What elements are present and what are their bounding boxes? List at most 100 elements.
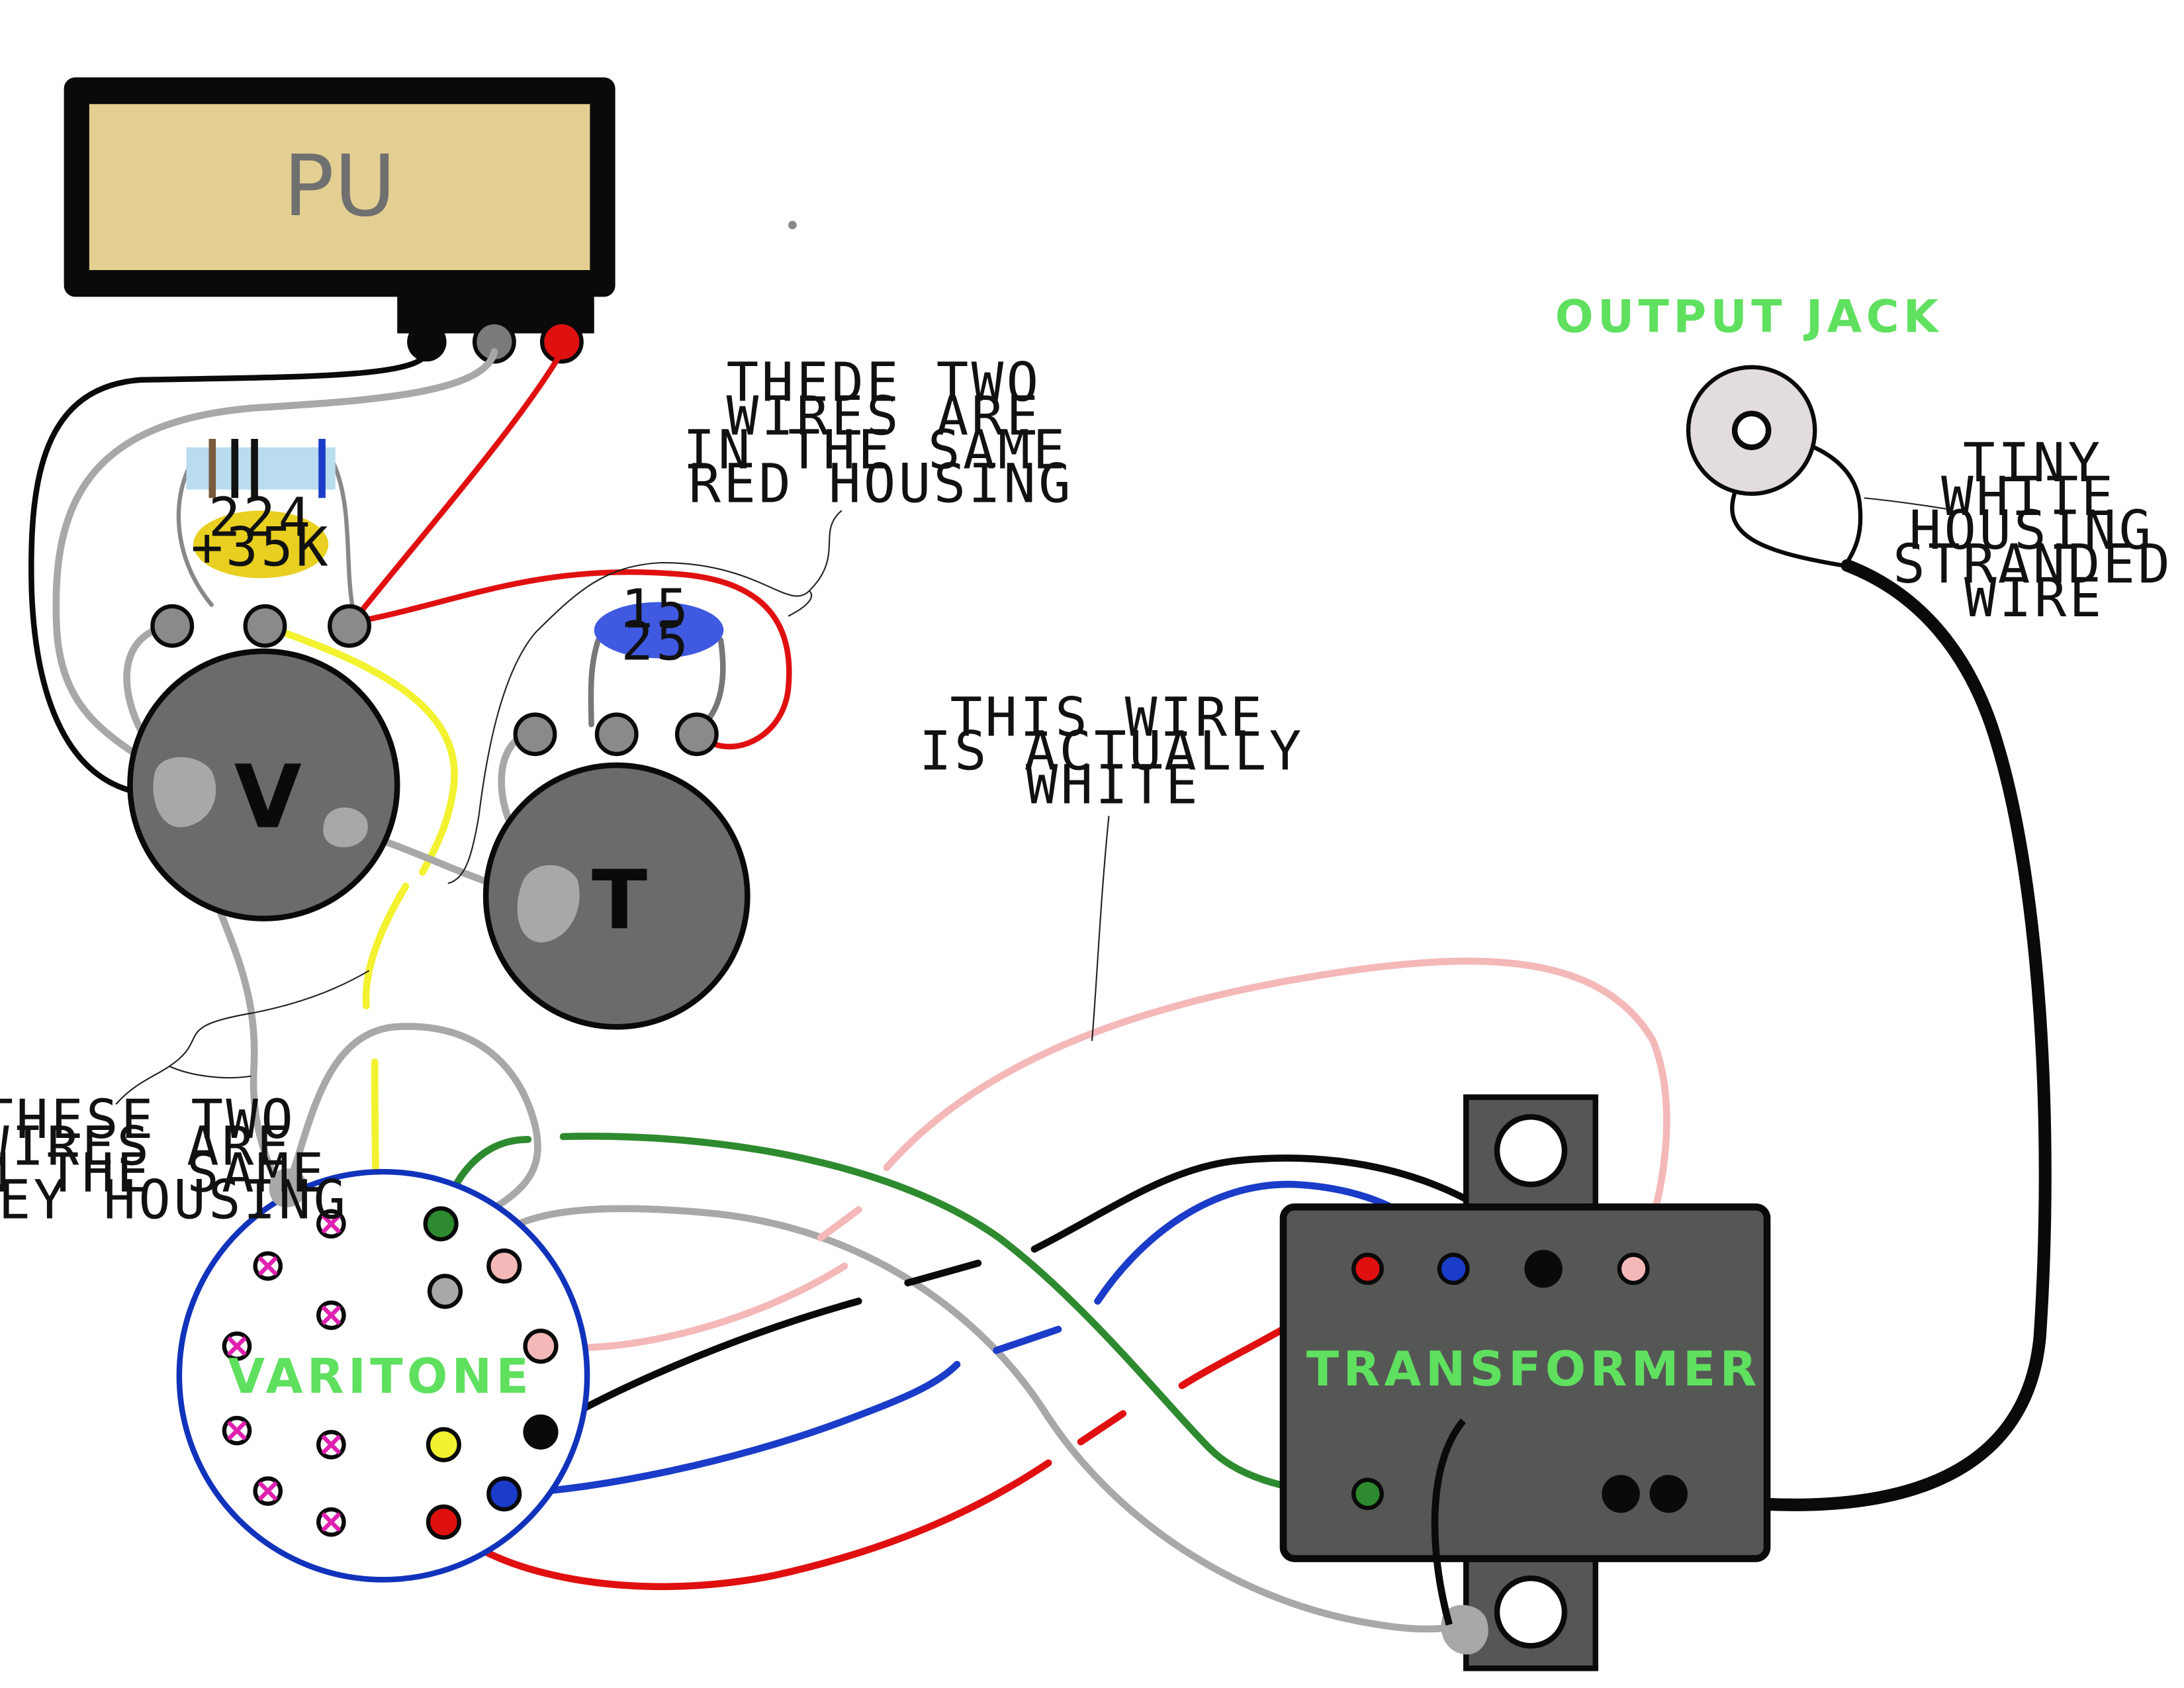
tone-pot-body <box>482 762 751 1030</box>
annotation-line: WIRES ARE <box>727 386 1042 448</box>
cap-label-line1: 224 <box>208 487 314 549</box>
annotation-line: THIS WIRE <box>950 686 1265 749</box>
volume-pot-label: V <box>234 747 302 849</box>
wire-yellow-a <box>261 622 458 876</box>
volume-solder-blob-2 <box>323 807 368 847</box>
tone-cap-lead-right <box>701 637 726 727</box>
tone-cap <box>594 602 724 659</box>
wire-pickup-red <box>352 349 565 622</box>
tone-cap-label-line1: 15 <box>621 579 691 641</box>
wire-black-loop-overlay <box>1431 1418 1467 1626</box>
pickup-terminal-black <box>407 322 447 362</box>
annotation-line: WHITE <box>1941 466 2116 528</box>
annotation-grey-housing: THESE TWO WIRES ARE IN THE SAME GREY HOU… <box>0 970 370 1231</box>
wire-jack-sleeve <box>1730 483 1845 568</box>
varitone-pin-white-2 <box>523 1329 559 1364</box>
ceramic-cap <box>193 510 329 579</box>
transformer-terminal-white <box>1617 1252 1650 1286</box>
annotation-leader <box>447 510 842 884</box>
transformer-label: TRANSFORMER <box>1306 1342 1761 1397</box>
pickup-label: PU <box>283 138 396 236</box>
annotation-white-wire: THIS WIRE IS ACTUALLY WHITE <box>919 686 1304 1041</box>
cap-label-line2: +35K <box>191 516 330 579</box>
annotation-line: WHITE <box>1026 754 1201 816</box>
wire-red-vol-tone <box>352 569 792 750</box>
resistor-band-black-2 <box>251 439 258 498</box>
transformer-terminal-red <box>1351 1252 1384 1286</box>
varitone-pin-black <box>523 1414 559 1450</box>
grey-wire-end-blob <box>1441 1605 1488 1655</box>
transformer-mount-hole-top <box>1494 1114 1568 1188</box>
annotation-line: STRANDED <box>1893 534 2173 596</box>
tone-lug-3 <box>674 712 719 757</box>
annotation-line: WIRES ARE <box>0 1116 292 1178</box>
resistor-band-blue <box>318 439 326 498</box>
wire-red-dash <box>1077 1410 1127 1446</box>
annotation-leader <box>1864 497 1949 510</box>
annotation-line: THEDE TWO <box>727 352 1042 414</box>
annotation-line: GREY HOUSING <box>0 1169 348 1231</box>
tone-lug-2 <box>594 712 639 757</box>
varitone-ring <box>176 1168 590 1583</box>
resistor-body <box>186 447 336 490</box>
resistor-band-brown <box>208 439 216 498</box>
wire-pink-b <box>883 957 1670 1263</box>
varitone-pin-grey <box>427 1274 463 1309</box>
pickup: PU <box>64 77 615 364</box>
wire-green-b <box>559 1133 1369 1498</box>
resistor-band-black-1 <box>231 439 239 498</box>
wire-blue-dash <box>993 1325 1062 1354</box>
annotation-line: TINY <box>1963 432 2103 494</box>
transformer: TRANSFORMER <box>1279 1094 1771 1671</box>
wire-blue-a <box>500 1360 961 1498</box>
tone-pot-label: T <box>592 854 647 949</box>
annotation-line: WIRE <box>1964 567 2104 630</box>
transformer-body <box>1279 1203 1771 1562</box>
varitone-pin-white <box>486 1248 522 1284</box>
varitone-pin-green <box>423 1206 459 1242</box>
annotation-line: IN THE SAME <box>0 1143 327 1205</box>
volume-pot-body <box>127 648 400 921</box>
varitone-x-marks <box>226 1213 341 1532</box>
pickup-terminal-red <box>539 320 584 364</box>
tone-lug-1 <box>513 712 557 757</box>
varitone: VARITONE <box>176 1168 590 1583</box>
annotation-leader <box>1091 816 1110 1041</box>
varitone-pin-red <box>426 1504 461 1540</box>
pickup-face <box>89 104 590 270</box>
output-jack-label: OUTPUT JACK <box>1555 291 1942 344</box>
annotation-leader <box>115 970 370 1105</box>
wire-black-dash <box>904 1259 982 1287</box>
volume-lug-2 <box>243 604 287 648</box>
transformer-terminal-black <box>1524 1250 1563 1288</box>
stray-dot <box>788 220 797 230</box>
transformer-terminal-green <box>1351 1477 1384 1511</box>
transformer-mount-hole-bottom <box>1494 1575 1568 1649</box>
varitone-pin-yellow <box>426 1427 461 1462</box>
annotation-line: IS ACTUALLY <box>919 720 1304 782</box>
output-jack-tip <box>1731 410 1772 450</box>
wire-grey-long <box>482 1205 1467 1633</box>
annotation-line: THESE TWO <box>0 1089 296 1151</box>
transformer-terminal-blue <box>1437 1252 1470 1286</box>
wire-pickup-grey <box>52 348 498 784</box>
annotation-line: HOUSING <box>1909 500 2154 562</box>
annotation-line: RED HOUSING <box>688 453 1073 516</box>
varitone-pin-blue <box>486 1476 522 1512</box>
output-jack: OUTPUT JACK <box>1555 291 1942 496</box>
annotation-line: IN THE SAME <box>683 420 1068 482</box>
tone-solder-blob <box>517 865 580 943</box>
wire-red-a <box>440 1459 1052 1590</box>
wire-jack-to-transformer <box>1661 559 2052 1511</box>
volume-pot: V <box>127 604 400 921</box>
volume-solder-blob-1 <box>153 757 216 827</box>
annotation-red-housing: THEDE TWO WIRES ARE IN THE SAME RED HOUS… <box>447 352 1073 884</box>
annotation-jack-wire: TINY WHITE HOUSING STRANDED WIRE <box>1864 432 2173 630</box>
tone-cap-lead-left <box>588 637 602 727</box>
resistor-lead-right <box>332 462 355 607</box>
wire-pink-dash <box>817 1206 862 1242</box>
transformer-terminal-out-1 <box>1602 1475 1640 1513</box>
tone-pot: T 15 25 <box>482 579 751 1030</box>
pickup-terminal-grey <box>472 320 516 364</box>
transformer-terminal-out-2 <box>1649 1475 1688 1513</box>
